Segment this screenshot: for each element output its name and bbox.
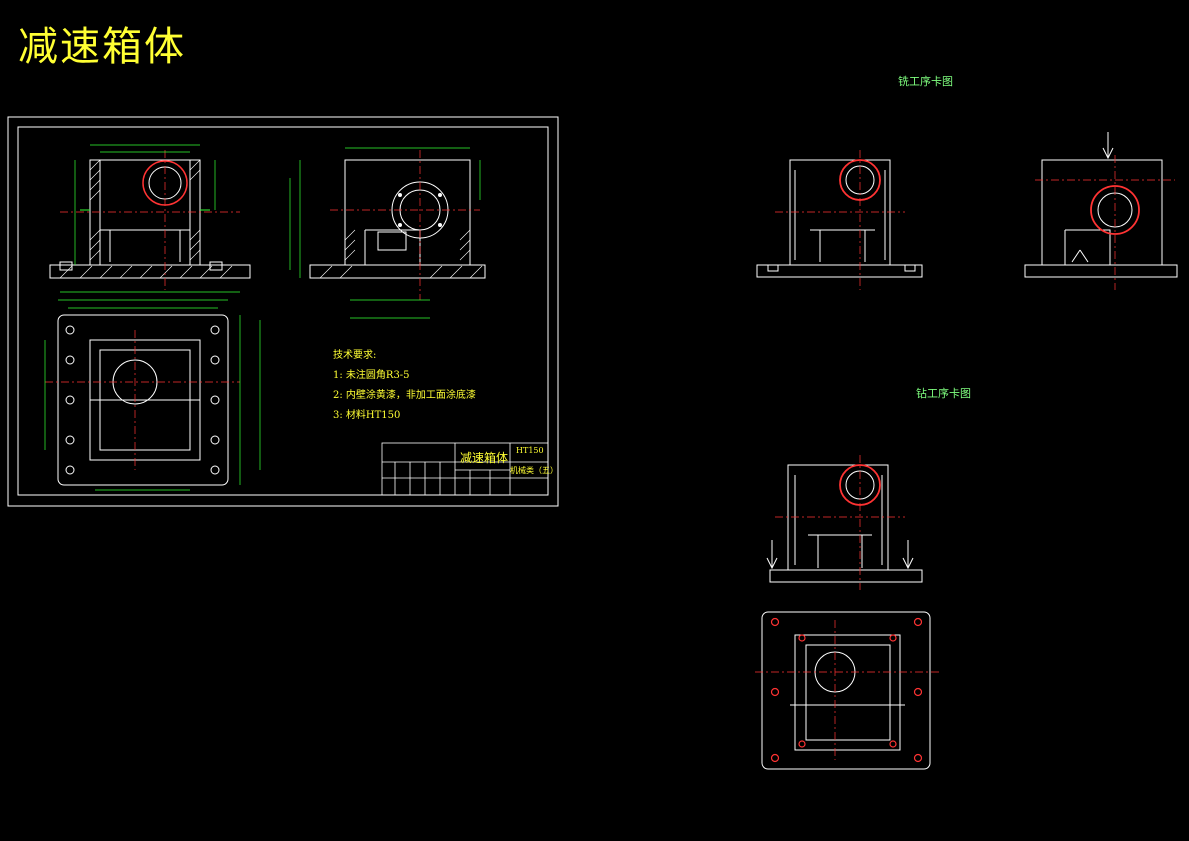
drill-view-top-holes (770, 617, 923, 763)
sheet-inner-border (17, 126, 549, 496)
title-block (381, 442, 549, 496)
mill-view-side-bore (1090, 185, 1140, 235)
tech-requirements: 技术要求: 1: 未注圆角R3-5 2: 内壁涂黄漆，非加工面涂底漆 3: 材料… (333, 346, 476, 426)
tech-heading: 技术要求: (333, 350, 377, 361)
mill-caption: 铣工序卡图 (898, 75, 953, 88)
title-block-material: HT150 (516, 446, 544, 455)
title-block-org: 机械类（五） (510, 466, 558, 475)
drawing-title: 减速箱体 (18, 24, 186, 70)
side-dimensions (289, 147, 481, 319)
mill-down-arrow (1102, 132, 1114, 160)
side-centerlines (330, 150, 480, 300)
drill-arrows (766, 540, 914, 570)
front-centerlines (60, 150, 240, 290)
top-view (57, 314, 229, 486)
title-block-part-name: 减速箱体 (460, 451, 509, 465)
drill-caption: 钻工序卡图 (916, 387, 971, 400)
front-section-view (49, 159, 251, 279)
side-section-view (309, 159, 486, 279)
mill-view-side-centerlines (1035, 155, 1175, 290)
mill-view-side (1024, 159, 1178, 278)
side-hatch (319, 229, 483, 279)
top-view-centerlines (45, 330, 240, 470)
tech-item-3: 3: 材料HT150 (333, 410, 401, 421)
top-view-bolt-holes (65, 325, 220, 475)
front-dimensions (60, 144, 240, 293)
tech-item-2: 2: 内壁涂黄漆，非加工面涂底漆 (333, 390, 476, 401)
drill-view-front-centerlines (775, 455, 905, 590)
side-bolt-holes (398, 193, 442, 227)
front-hatch (59, 159, 233, 279)
drill-view-top (761, 611, 931, 770)
tech-item-1: 1: 未注圆角R3-5 (333, 370, 410, 381)
drill-view-top-centerlines (755, 620, 940, 760)
sheet-outer-border (7, 116, 559, 507)
top-view-dimensions (44, 299, 261, 491)
mill-view-front-centerlines (775, 150, 905, 290)
